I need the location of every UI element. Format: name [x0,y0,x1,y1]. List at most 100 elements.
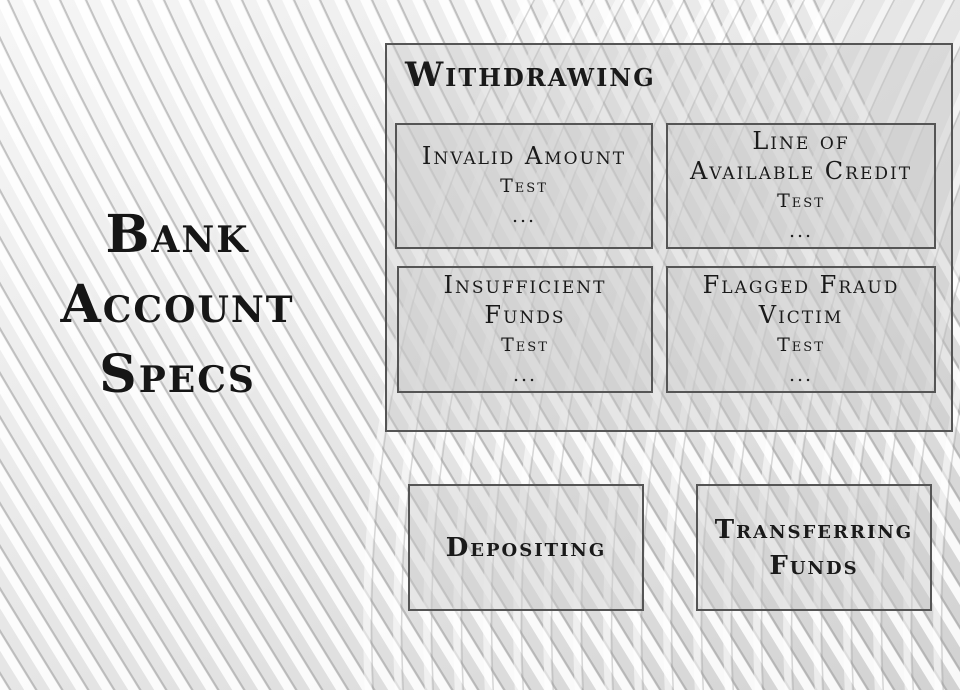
rib-shadow [423,0,818,690]
rib-shadow [85,0,480,690]
card-name-line-2: Available Credit [689,157,913,185]
rib-shadow [640,0,806,690]
rib-highlight [0,286,243,690]
rib-highlight [178,0,581,690]
rib-highlight [453,0,624,690]
rib-shadow [880,184,960,690]
rib-highlight [204,0,607,690]
title-line-specs: Specs [99,344,256,405]
rib-highlight [0,548,87,690]
rib-shadow [631,0,960,588]
rib-highlight [152,0,555,690]
rib-shadow [319,0,714,690]
rib-highlight [933,362,960,690]
rib-shadow [137,0,532,690]
rib-highlight [438,0,841,690]
rib-shadow [610,0,776,690]
rib-shadow [910,274,960,690]
rib-highlight [22,0,425,690]
rib-shadow [760,0,926,690]
rib-shadow [683,0,960,502]
rib-shadow [0,35,376,690]
rib-highlight [594,0,960,648]
withdrawing-heading: Withdrawing [405,55,656,95]
rib-shadow [820,45,960,690]
rib-highlight [603,0,774,690]
rib-shadow [670,0,836,690]
rib-shadow [33,0,428,690]
transferring-funds-box: Transferring Funds [696,484,932,611]
card-test-label: Test [777,333,825,356]
rib-highlight [386,0,789,690]
depositing-box: Depositing [408,484,644,611]
rib-shadow [0,281,246,690]
rib-highlight [360,0,763,690]
rib-shadow [460,0,626,690]
card-test-label: Test [501,333,549,356]
rib-shadow [580,0,746,690]
rib-highlight [464,0,867,690]
rib-highlight [750,0,960,391]
title-line-bank: Bank [105,204,250,265]
rib-shadow [850,110,960,690]
rib-highlight [783,0,954,690]
card-name-line-1: Line of [752,127,850,155]
rib-shadow [787,0,960,328]
rib-highlight [573,0,744,690]
rib-highlight [230,0,633,690]
rib-highlight [0,240,269,690]
transferring-label-line-2: Funds [769,550,859,581]
line-of-available-credit-card: Line of Available Credit Test ... [666,123,936,249]
rib-shadow [0,501,116,690]
rib-shadow [293,0,688,690]
rib-highlight [0,419,165,690]
rib-shadow [0,414,168,690]
rib-shadow [501,0,896,690]
invalid-amount-card: Invalid Amount Test ... [395,123,653,249]
rib-shadow [7,0,402,690]
rib-shadow [550,0,716,690]
rib-highlight [873,163,960,690]
rib-highlight [74,0,477,690]
rib-highlight [0,0,399,690]
rib-shadow [475,0,870,690]
card-ellipsis: ... [788,363,814,386]
rib-highlight [633,0,804,690]
rib-shadow [813,0,960,283]
rib-shadow [520,0,686,690]
rib-shadow [449,0,844,690]
rib-shadow [0,188,298,690]
title-line-account: Account [60,274,295,335]
insufficient-funds-card: Insufficient Funds Test ... [397,266,653,393]
rib-highlight [483,0,654,690]
card-ellipsis: ... [512,363,538,386]
rib-highlight [903,248,960,690]
transferring-label-line-1: Transferring [714,514,914,545]
rib-highlight [0,331,217,690]
rib-shadow [490,0,656,690]
rib-highlight [543,0,714,690]
card-name-line-1: Flagged Fraud [702,270,900,299]
card-name-line-2: Funds [484,300,566,329]
rib-highlight [0,145,321,690]
rib-highlight [412,0,815,690]
rib-shadow [0,371,194,690]
rib-shadow [940,402,960,690]
rib-shadow [0,88,350,690]
rib-highlight [753,0,924,690]
rib-highlight [363,0,534,690]
rib-shadow [59,0,454,690]
rib-shadow [709,0,960,459]
card-ellipsis: ... [788,220,814,242]
withdrawing-panel: Withdrawing [385,43,953,432]
rib-highlight [568,0,960,690]
rib-shadow [0,139,324,690]
rib-highlight [723,0,894,690]
rib-highlight [48,0,451,690]
rib-shadow [267,0,662,690]
rib-highlight [813,29,960,690]
rib-highlight [513,0,684,690]
rib-highlight [663,0,834,690]
rib-shadow [700,0,866,690]
